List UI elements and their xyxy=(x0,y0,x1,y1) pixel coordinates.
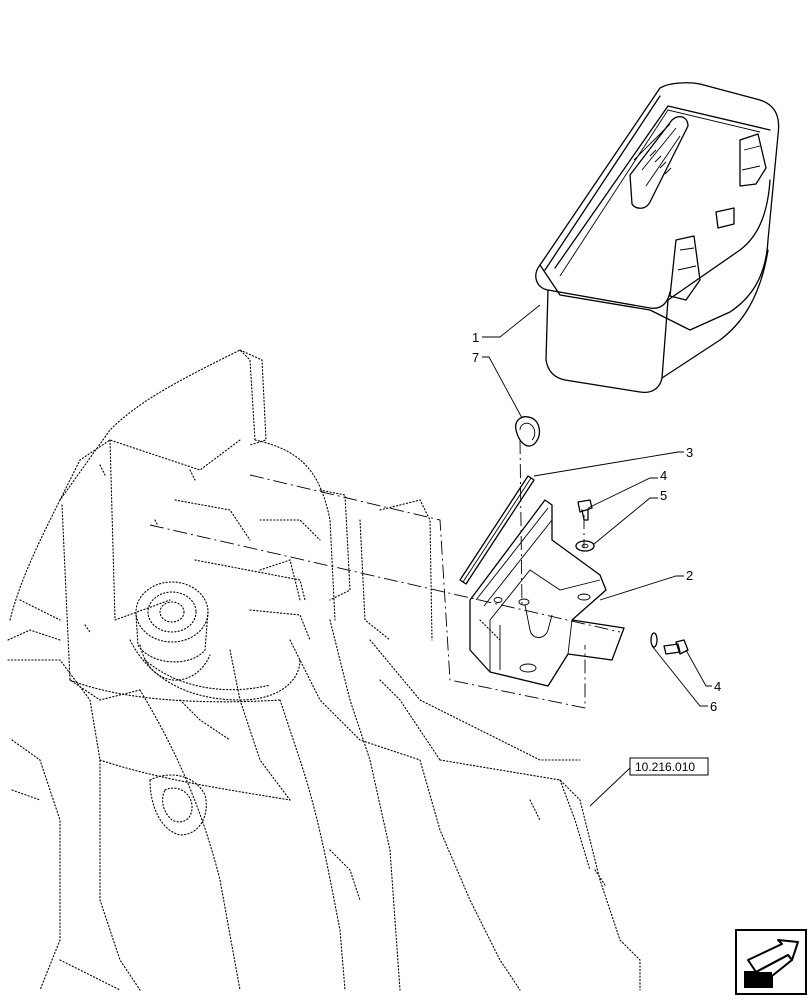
callout-4-upper: 4 xyxy=(660,468,667,483)
cross-reference-label: 10.216.010 xyxy=(635,760,695,774)
callout-6: 6 xyxy=(710,699,717,714)
bolt-upper xyxy=(577,499,593,521)
cross-reference[interactable]: 10.216.010 xyxy=(629,757,709,776)
leader-lines xyxy=(482,304,712,807)
washer-lower xyxy=(650,632,658,648)
callout-1: 1 xyxy=(472,330,479,345)
callout-2: 2 xyxy=(686,568,693,583)
fuel-cap xyxy=(135,581,211,681)
next-page-arrow-icon[interactable] xyxy=(735,929,807,995)
cross-reference-box xyxy=(629,757,709,776)
tractor-frame-outline xyxy=(7,349,641,991)
mounting-bracket xyxy=(469,499,625,687)
callout-7: 7 xyxy=(472,350,479,365)
washer xyxy=(575,540,595,552)
toolbox xyxy=(535,82,780,394)
bolt-lower xyxy=(663,639,689,655)
clip xyxy=(515,416,541,447)
callout-4-lower: 4 xyxy=(714,679,721,694)
callout-5: 5 xyxy=(660,488,667,503)
callout-3: 3 xyxy=(686,445,693,460)
assembly-axis-lines xyxy=(149,439,621,709)
rubber-strip xyxy=(459,475,535,585)
